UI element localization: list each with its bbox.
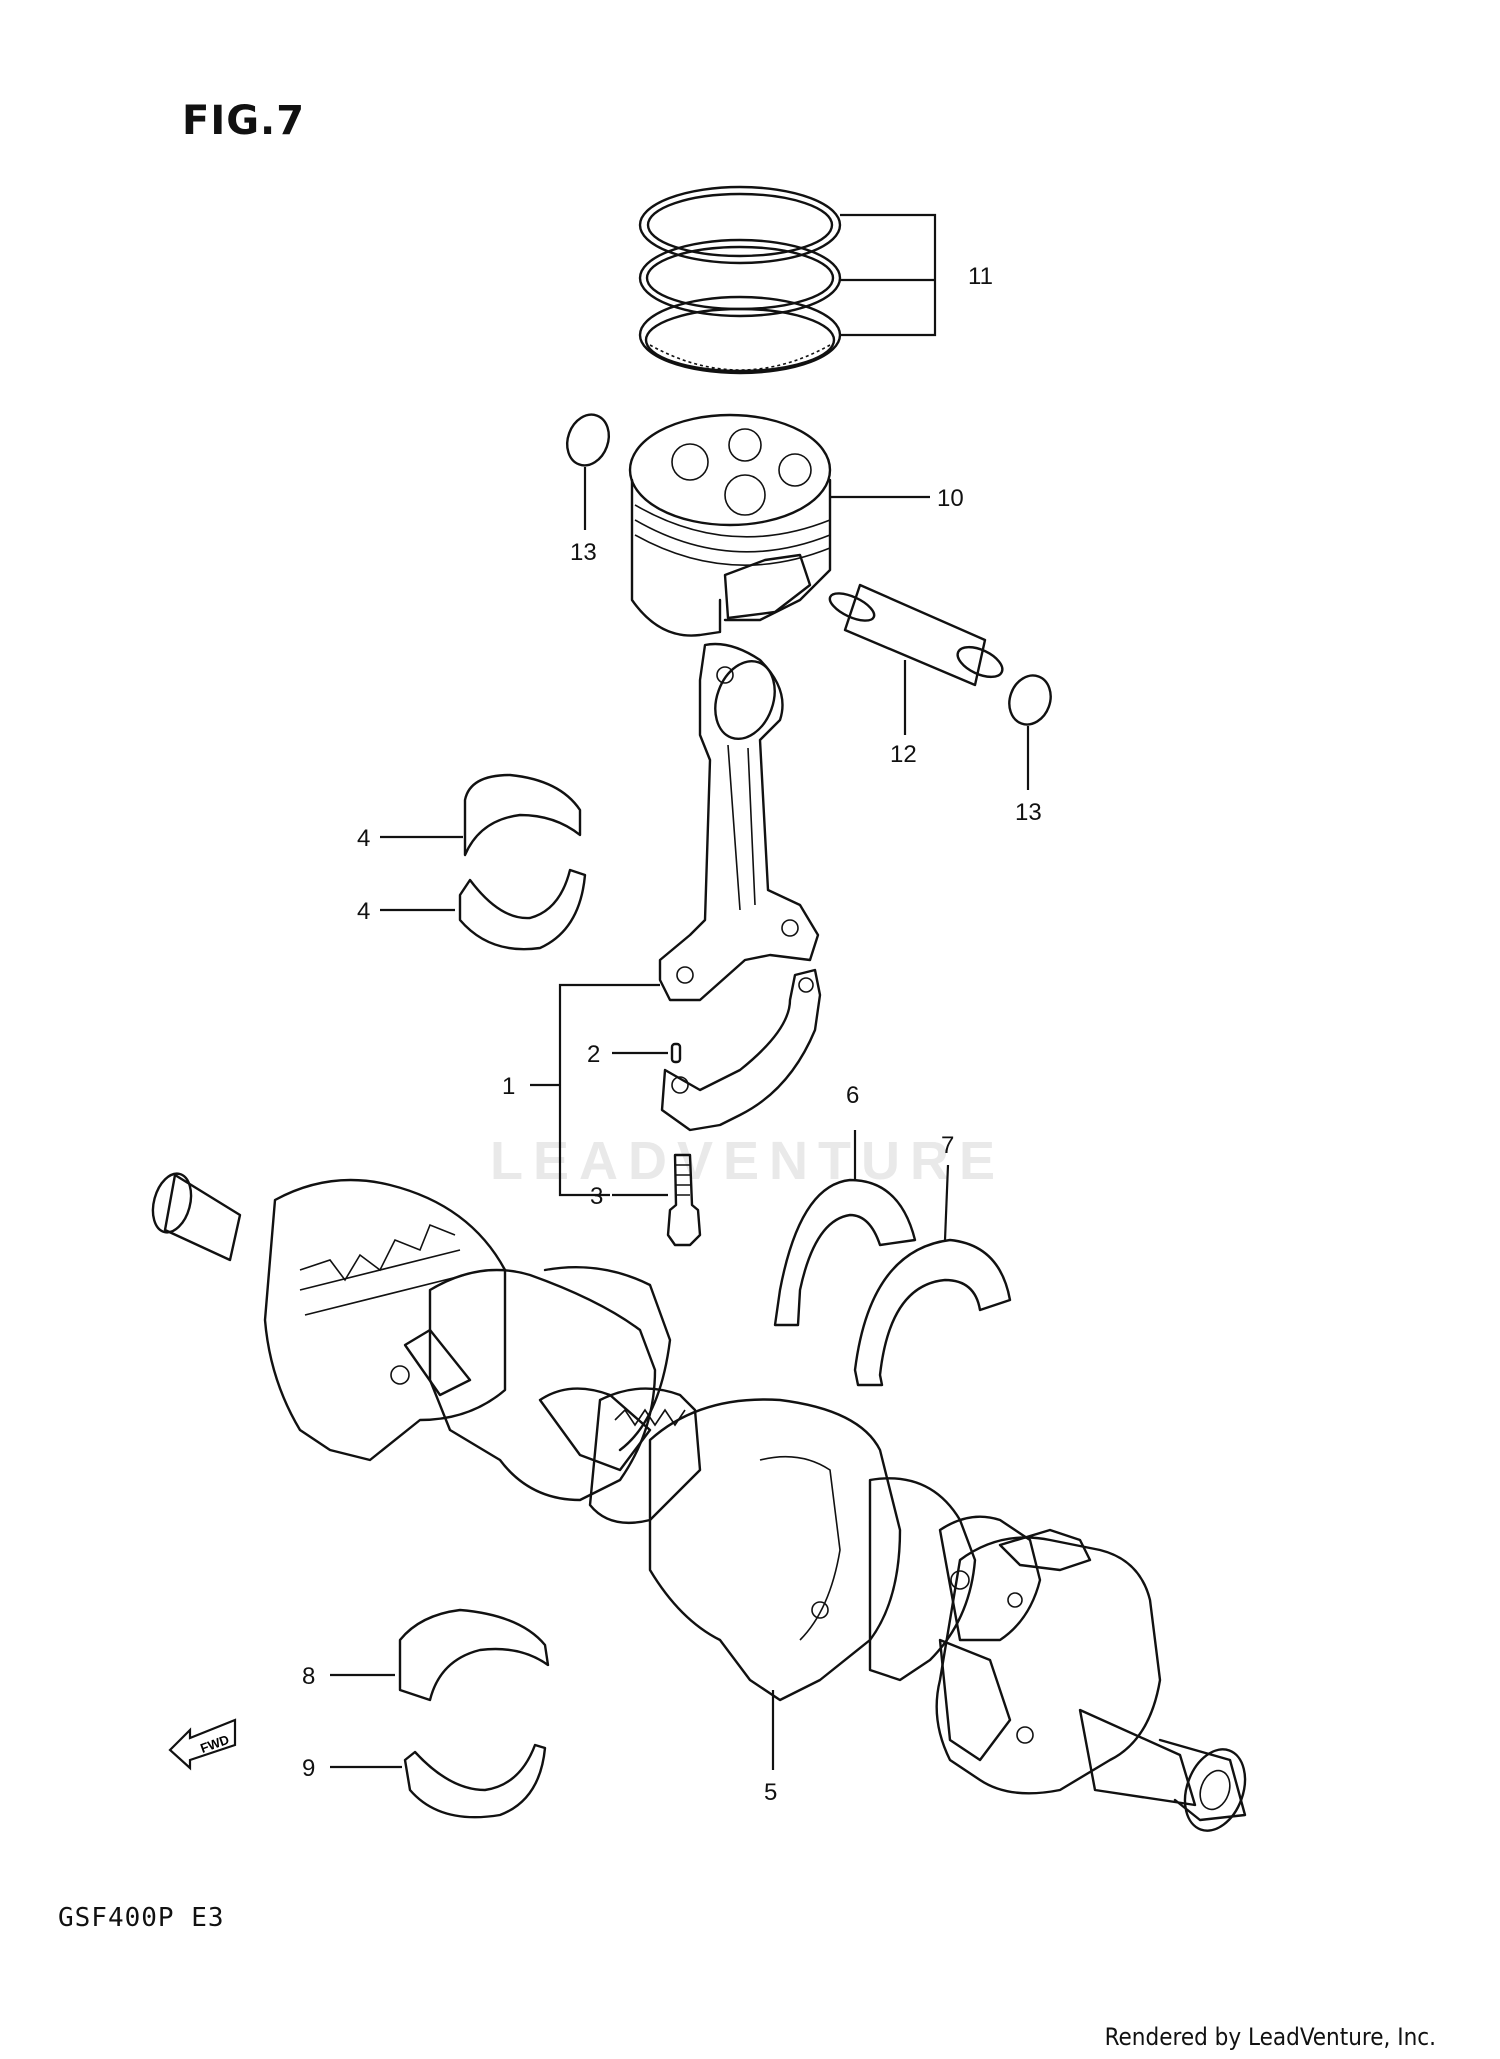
callout-4-lower: 4 [357, 898, 370, 925]
callout-7: 7 [941, 1132, 954, 1159]
callout-12: 12 [890, 741, 917, 768]
callout-11: 11 [968, 263, 993, 290]
fwd-arrow-icon: FWD [168, 1718, 237, 1771]
bracket-1 [530, 983, 660, 1197]
thrust-washer-7 [853, 1164, 1012, 1387]
piston [628, 413, 930, 637]
render-credit: Rendered by LeadVenture, Inc. [1104, 2023, 1436, 2051]
callout-1: 1 [502, 1073, 515, 1100]
main-bearing-upper [330, 1608, 550, 1702]
callout-10: 10 [937, 485, 964, 512]
callout-13-right: 13 [1015, 799, 1042, 826]
circlip-left [566, 413, 610, 530]
conrod-bearing-upper [380, 773, 582, 857]
callouts: 1 2 3 4 4 5 6 7 8 9 10 11 12 13 13 [302, 263, 1042, 1806]
main-bearing-lower [330, 1743, 547, 1819]
callout-4-upper: 4 [357, 825, 370, 852]
callout-6: 6 [846, 1082, 859, 1109]
piston-pin [828, 583, 1004, 735]
callout-8: 8 [302, 1663, 315, 1690]
model-code: GSF400P E3 [58, 1903, 225, 1933]
circlip-right [1008, 674, 1052, 790]
callout-13-left: 13 [570, 539, 597, 566]
callout-9: 9 [302, 1755, 315, 1782]
piston-rings [638, 185, 937, 375]
connecting-rod [658, 642, 822, 1132]
thrust-washer-6 [773, 1130, 917, 1327]
crankshaft [151, 1172, 1247, 1832]
callout-5: 5 [764, 1779, 777, 1806]
conrod-bearing-lower [380, 868, 587, 951]
callout-3: 3 [590, 1183, 603, 1210]
watermark: LEADVENTURE [490, 1131, 1006, 1191]
knock-pin [612, 1042, 682, 1064]
callout-2: 2 [587, 1041, 600, 1068]
rod-bolt [612, 1153, 702, 1247]
figure-title: FIG.7 [182, 98, 306, 144]
